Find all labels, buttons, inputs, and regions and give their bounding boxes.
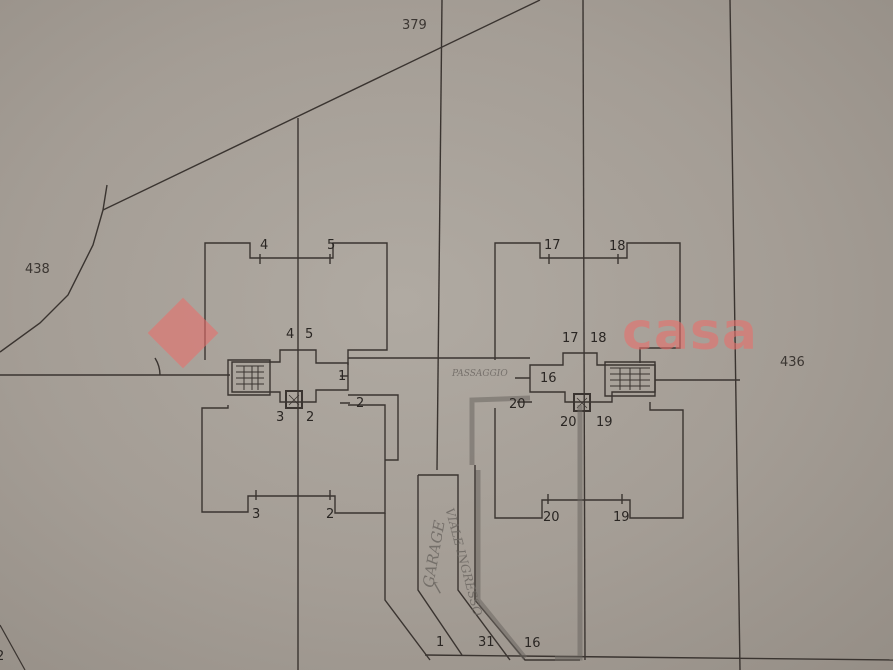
right-core-left-label-16: 16: [540, 371, 557, 386]
handwritten-passage: PASSAGGIO: [452, 369, 508, 379]
right-bottom-label-20: 20: [543, 510, 560, 525]
right-core-bottom-label-19: 19: [596, 415, 613, 430]
left-core-bottom-label-2: 2: [306, 410, 315, 425]
driveway-label-31: 31: [478, 635, 495, 650]
left-bottom-label-3: 3: [252, 507, 261, 522]
right-core-left-label-20: 20: [509, 397, 526, 412]
left-bottom-label-2: 2: [326, 507, 335, 522]
watermark-text: casa: [622, 302, 758, 362]
driveway-label-1: 1: [436, 635, 445, 650]
right-top-label-17: 17: [544, 238, 561, 253]
left-core-right-label-2: 2: [356, 396, 365, 411]
parcel-number-438: 438: [25, 262, 50, 277]
parcel-number-379: 379: [402, 18, 427, 33]
left-core-top-label-5: 5: [305, 327, 314, 342]
left-top-label-5: 5: [327, 238, 336, 253]
driveway-label-16: 16: [524, 636, 541, 651]
right-core-top-label-17: 17: [562, 331, 579, 346]
parcel-number-436: 436: [780, 355, 805, 370]
edge-label-2: 2: [0, 649, 5, 664]
left-core-top-label-4: 4: [286, 327, 295, 342]
left-top-label-4: 4: [260, 238, 269, 253]
right-core-top-label-18: 18: [590, 331, 607, 346]
right-top-label-18: 18: [609, 239, 626, 254]
left-core-right-label-1: 1: [338, 369, 347, 384]
right-core-bottom-label-20: 20: [560, 415, 577, 430]
right-bottom-label-19: 19: [613, 510, 630, 525]
left-core-bottom-label-3: 3: [276, 410, 285, 425]
